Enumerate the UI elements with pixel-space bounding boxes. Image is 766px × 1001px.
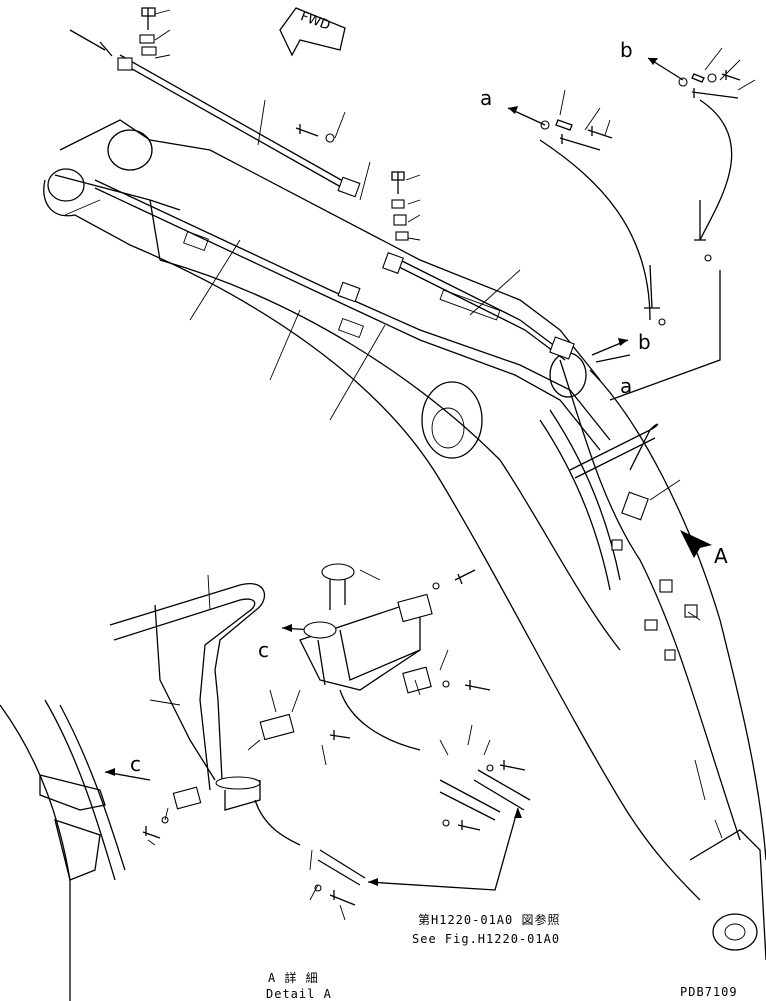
detail-caption-jp: A 詳 細 [268,971,319,985]
clamps [337,252,698,661]
detail-a-assembly [0,563,531,1001]
callout-b-mid: b [638,330,651,354]
bolts-top [69,7,409,241]
tubing [94,54,733,591]
callout-arrows [104,57,712,891]
detail-caption-en: Detail A [266,987,332,1001]
drawing-number: PDB7109 [680,985,738,999]
callout-c-detail: c [258,638,269,662]
boom-body [43,119,766,961]
pin-assemblies [540,70,741,326]
view-a-label: A [714,544,728,568]
callout-a-mid: a [620,374,633,398]
callout-a-top: a [480,86,493,110]
reference-jp: 第H1220-01A0 図参照 [418,913,561,927]
callout-b-top: b [620,38,633,62]
fwd-arrow [279,7,346,57]
callout-c-left: c [130,752,141,776]
leader-lines [64,9,756,921]
reference-en: See Fig.H1220-01A0 [412,932,561,946]
